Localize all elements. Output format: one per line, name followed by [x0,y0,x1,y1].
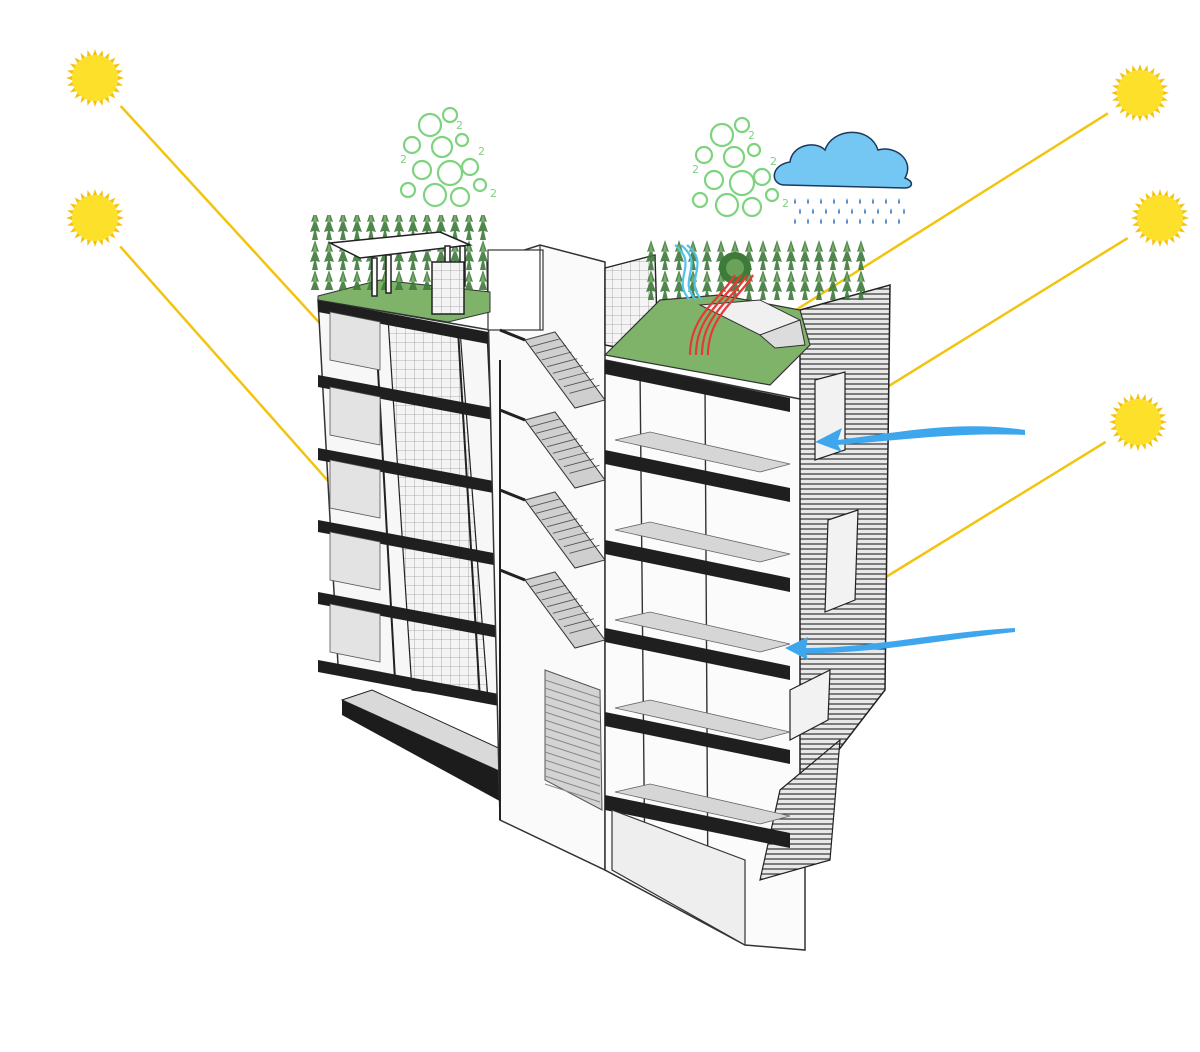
roof-terrace-right [603,240,865,386]
stair-flights [499,328,606,649]
rain-cloud-icon [773,131,913,224]
building-section [310,215,891,951]
oxygen-label: 2 [748,129,755,142]
oxygen-bubble-icon: 2 2 2 2 [399,106,497,208]
air-flow-icon [674,244,754,356]
left-block [317,299,521,711]
roof-terrace-left [310,215,491,323]
floor-slab [318,448,520,498]
oxygen-label: 2 [456,119,463,132]
floor-slab [605,360,790,412]
oxygen-bubble-icon: 2 2 2 2 [691,116,789,218]
warm-air-flow [688,274,754,356]
wind-arrow-icon [785,628,1015,660]
stair-flight [499,408,606,489]
oxygen-label: 2 [782,197,789,210]
right-block [604,254,891,951]
pergola [327,231,473,315]
stair-core [486,244,606,872]
wind-arrow-icon [815,426,1025,452]
sun-icon [66,49,124,107]
oxygen-label: 2 [770,155,777,168]
left-floor-slabs [318,300,520,710]
floor-slab [318,375,520,425]
sun-icon [1111,64,1169,122]
stair-tower-top [487,249,544,331]
sunlight-line [119,245,361,518]
oxygen-label: 2 [400,153,407,166]
floor-slab [318,520,520,570]
floor-slab [605,540,790,592]
suns [66,49,1189,451]
floor-slab [318,660,520,710]
oxygen-label: 2 [692,163,699,176]
floor-slab [605,628,790,680]
sun-icon [66,189,124,247]
floor-slab [605,712,790,764]
floor-slab [318,300,520,350]
wind-arrows [785,426,1025,660]
floor-slab [605,450,790,502]
sun-icon [1109,393,1167,451]
oxygen-label: 2 [490,187,497,200]
right-floor-slabs [605,360,791,848]
floor-slab [318,592,520,642]
basement-stair [544,669,603,811]
sun-icon [1131,189,1189,247]
cool-air-flow [674,244,703,301]
oxygen-label: 2 [478,145,485,158]
